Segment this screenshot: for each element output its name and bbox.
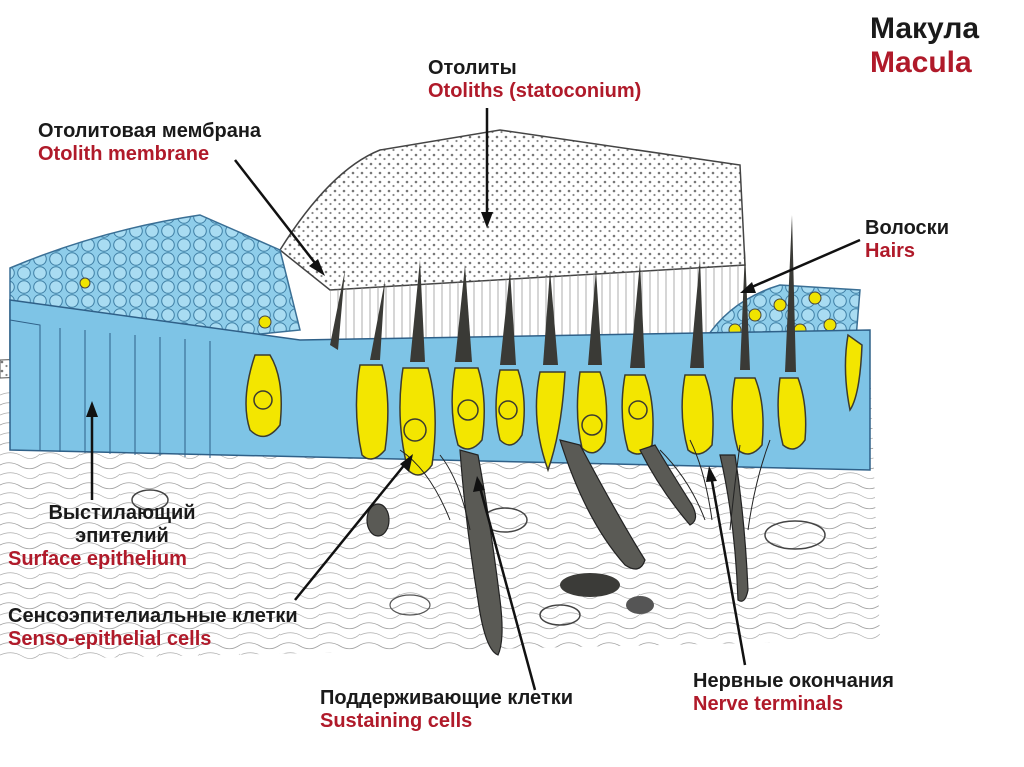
label-otolith-membrane: Отолитовая мембрана Otolith membrane bbox=[38, 120, 261, 166]
label-surface-epithelium-ru-2: эпителий bbox=[75, 525, 169, 547]
label-nerve-terminals: Нервные окончания Nerve terminals bbox=[693, 670, 894, 716]
label-senso-epithelial: Сенсоэпителиальные клетки Senso-epitheli… bbox=[8, 605, 298, 651]
label-otoliths-en: Otoliths (statoconium) bbox=[428, 80, 642, 102]
title-en: Macula bbox=[870, 46, 972, 79]
label-sustaining-cells-en: Sustaining cells bbox=[320, 710, 473, 732]
label-sustaining-cells-ru: Поддерживающие клетки bbox=[320, 687, 574, 709]
label-hairs: Волоски Hairs bbox=[865, 217, 949, 263]
label-otolith-membrane-en: Otolith membrane bbox=[38, 143, 210, 165]
hair-cells bbox=[245, 333, 863, 476]
label-sustaining-cells: Поддерживающие клетки Sustaining cells bbox=[320, 687, 573, 733]
label-otoliths: Отолиты Otoliths (statoconium) bbox=[428, 57, 641, 103]
label-nerve-terminals-en: Nerve terminals bbox=[693, 693, 844, 715]
label-nerve-terminals-ru: Нервные окончания bbox=[693, 670, 894, 692]
title-ru: Макула bbox=[870, 12, 980, 45]
hair-spikes bbox=[330, 215, 796, 372]
label-senso-epithelial-ru: Сенсоэпителиальные клетки bbox=[8, 605, 298, 627]
label-hairs-ru: Волоски bbox=[865, 217, 949, 239]
label-surface-epithelium-ru-1: Выстилающий bbox=[48, 502, 196, 524]
label-surface-epithelium-en: Surface epithelium bbox=[8, 548, 187, 570]
label-surface-epithelium: Выстилающий эпителий Surface epithelium bbox=[8, 502, 236, 571]
label-senso-epithelial-en: Senso-epithelial cells bbox=[8, 628, 212, 650]
leader-lines bbox=[90, 108, 861, 691]
arrowheads bbox=[86, 212, 756, 492]
title-block: Макула Macula bbox=[870, 12, 979, 80]
label-otoliths-ru: Отолиты bbox=[428, 57, 517, 79]
label-otolith-membrane-ru: Отолитовая мембрана bbox=[38, 120, 262, 142]
label-hairs-en: Hairs bbox=[865, 240, 916, 262]
columnar-epithelium bbox=[9, 299, 871, 471]
nerve-fibers bbox=[399, 439, 771, 531]
hair-cell-nuclei bbox=[253, 390, 648, 442]
